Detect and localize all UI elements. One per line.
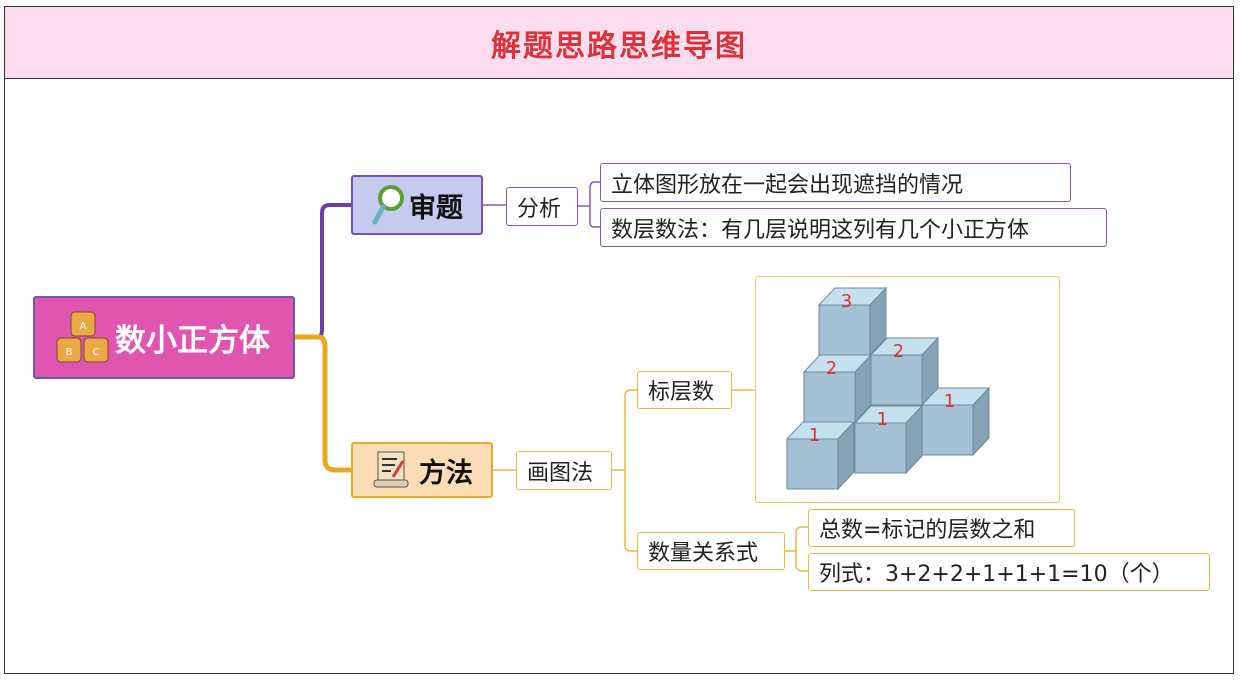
connector-huatu-items — [611, 389, 637, 552]
cube: 1 — [785, 420, 856, 491]
cube-layer-label: 2 — [893, 341, 904, 362]
leaf-relation-1[interactable]: 总数=标记的层数之和 — [808, 509, 1075, 547]
cube-layer-label: 1 — [944, 391, 955, 412]
branch-fangfa-label: 方法 — [419, 457, 473, 489]
cube: 2 — [869, 336, 940, 407]
block-a: A — [80, 321, 87, 332]
leaf-relation-2[interactable]: 列式：3+2+2+1+1+1=10（个） — [808, 553, 1210, 591]
abc-blocks-icon: A B C — [56, 311, 109, 362]
leaf-analysis-1[interactable]: 立体图形放在一起会出现遮挡的情况 — [600, 163, 1071, 202]
cube-layer-label: 1 — [877, 409, 888, 430]
magnifier-icon — [372, 185, 404, 225]
block-c: C — [93, 347, 100, 358]
connector-fenxi-leaves — [577, 181, 600, 228]
scroll-pen-icon — [373, 451, 409, 488]
root-label: 数小正方体 — [115, 323, 270, 359]
header: 解题思路思维导图 — [4, 6, 1234, 79]
cube: 1 — [920, 386, 991, 457]
leaf-analysis-2[interactable]: 数层数法：有几层说明这列有几个小正方体 — [600, 208, 1107, 247]
cube: 1 — [853, 404, 924, 475]
page-title: 解题思路思维导图 — [491, 28, 747, 64]
branch-shenti-label: 审题 — [409, 192, 463, 224]
node-relation[interactable]: 数量关系式 — [637, 532, 785, 570]
cube-layer-label: 3 — [841, 291, 852, 312]
cube-layer-label: 1 — [809, 425, 820, 446]
cube: 3 — [817, 286, 888, 357]
branch-fangfa[interactable]: 方法 — [351, 442, 493, 498]
node-huatufa[interactable]: 画图法 — [516, 451, 612, 490]
block-b: B — [66, 347, 73, 358]
node-fenxi[interactable]: 分析 — [506, 187, 578, 226]
node-biaocengshu[interactable]: 标层数 — [637, 371, 732, 409]
branch-shenti[interactable]: 审题 — [351, 175, 483, 235]
connector-root-fangfa — [294, 334, 351, 473]
connector-relation-leaves — [784, 526, 808, 572]
cube-layer-label: 2 — [826, 358, 837, 379]
cube: 2 — [802, 353, 873, 424]
root-node[interactable]: A B C 数小正方体 — [33, 296, 295, 379]
